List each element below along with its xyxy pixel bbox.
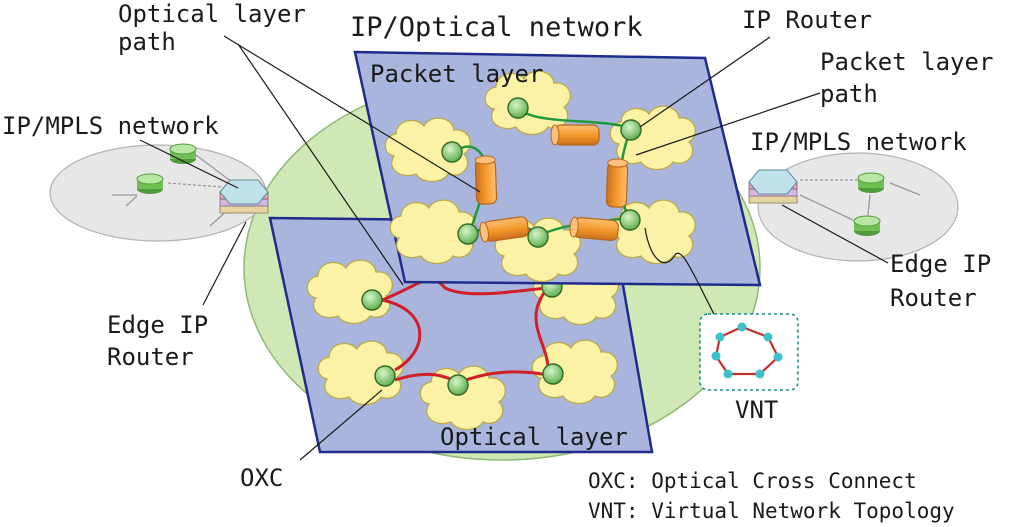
packet-layer-label: Packet layer (370, 60, 543, 88)
edge-router-right-icon (748, 169, 798, 204)
oxc-node-icon (447, 374, 469, 396)
ip-router-node-icon (441, 141, 463, 163)
packet-layer-path-label-line2: path (820, 80, 878, 108)
ip-router-node-icon (527, 226, 549, 248)
ip-mpls-network-left-label: IP/MPLS network (2, 112, 219, 140)
tunnel-icon (568, 216, 620, 242)
oxc-node-icon (361, 289, 383, 311)
optical-layer-path-link (381, 278, 549, 302)
oxc-label: OXC (240, 464, 283, 492)
edge-router-left-icon (219, 179, 269, 214)
optical-layer-path-label-line1: Optical layer (118, 0, 306, 28)
legend-vnt: VNT: Virtual Network Topology (588, 499, 955, 523)
packet-layer-path-link (519, 108, 631, 130)
optical-layer-path-link (381, 298, 422, 372)
optical-layer-path-link (457, 370, 549, 385)
tunnel-icon (605, 158, 629, 208)
ip-router-label: IP Router (742, 6, 872, 34)
edge-ip-router-right-label-line1: Edge IP (890, 250, 991, 278)
optical-layer-label: Optical layer (440, 423, 628, 451)
packet-layer-path-label-line1: Packet layer (820, 48, 993, 76)
tunnel-icon (550, 124, 600, 146)
optical-layer-contents (306, 259, 619, 431)
ip-router-node-icon (619, 209, 641, 231)
oxc-node-icon (542, 363, 564, 385)
diagram-title: IP/Optical network (350, 12, 643, 43)
legend-oxc: OXC: Optical Cross Connect (588, 469, 917, 493)
packet-layer-contents (384, 70, 696, 283)
pointer-lines (139, 35, 889, 461)
edge-ip-router-right-label-line2: Router (890, 284, 977, 312)
optical-layer-path-label-line2: path (118, 28, 176, 56)
ip-mpls-right-contents (748, 169, 921, 237)
ip-router-node-icon (620, 119, 642, 141)
ip-mpls-network-right-ellipse (757, 152, 959, 262)
ip-mpls-network-right-label: IP/MPLS network (750, 128, 967, 156)
oxc-node-icon (374, 365, 396, 387)
tunnel-icon (474, 155, 498, 205)
optical-layer-path-link (534, 287, 550, 373)
vnt-label: VNT (735, 396, 778, 424)
ip-router-node-icon (457, 223, 479, 245)
router-icon (853, 215, 881, 237)
edge-ip-router-left-label-line2: Router (107, 343, 194, 371)
router-icon (857, 172, 885, 194)
edge-ip-router-left-label-line1: Edge IP (107, 311, 208, 339)
ip-router-node-icon (507, 97, 529, 119)
ip-mpls-left-contents (112, 143, 269, 227)
router-icon (136, 173, 164, 195)
vnt-box (699, 313, 799, 391)
vnt-topology (699, 313, 799, 391)
